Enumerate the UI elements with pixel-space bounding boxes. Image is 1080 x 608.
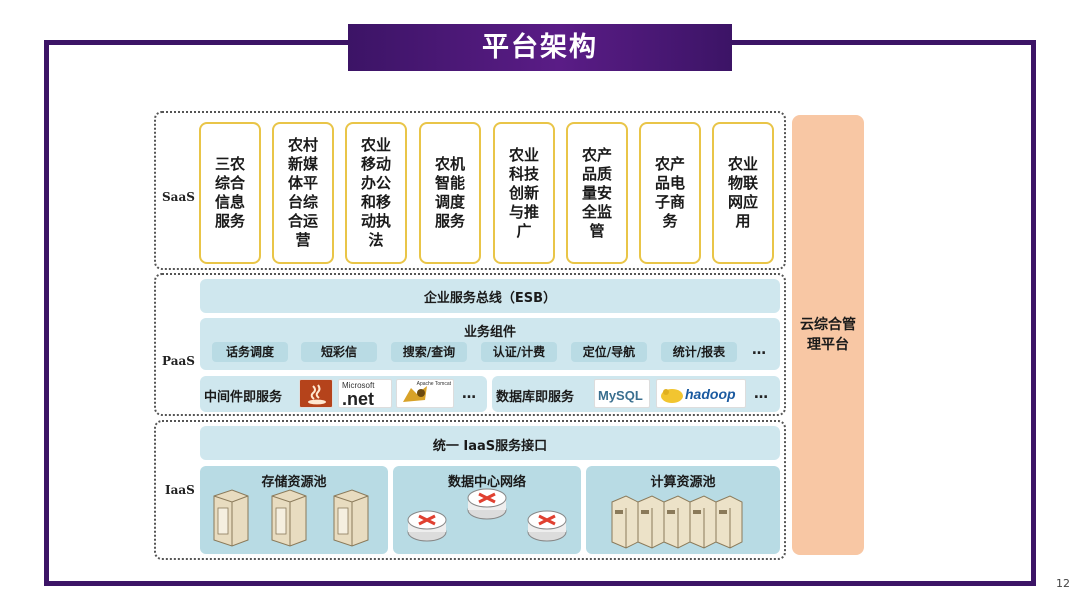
slide-title: 平台架构 <box>348 24 732 71</box>
saas-service-label: 三农综合信息服务 <box>214 155 245 230</box>
datacenter-network-pool: 数据中心网络 <box>393 466 581 554</box>
saas-service-label: 农业移动办公和移动执法 <box>360 136 391 249</box>
iaas-layer <box>154 420 786 560</box>
components-more: … <box>752 342 766 358</box>
saas-service-card: 农产品质量安全监管 <box>566 122 628 264</box>
database-service-label: 数据库即服务 <box>496 390 575 405</box>
middleware-service-label: 中间件即服务 <box>204 390 283 405</box>
esb-label: 企业服务总线（ESB） <box>423 291 557 306</box>
iaas-interface-bar: 统一 IaaS服务接口 <box>200 426 780 460</box>
paas-label: PaaS <box>162 354 195 368</box>
tomcat-text: Apache Tomcat <box>416 381 451 387</box>
saas-service-card: 三农综合信息服务 <box>199 122 261 264</box>
saas-service-card: 农业移动办公和移动执法 <box>345 122 407 264</box>
saas-layer <box>154 111 786 270</box>
component-chip: 短彩信 <box>301 342 377 362</box>
middleware-more: … <box>462 386 476 402</box>
storage-pool-title: 存储资源池 <box>261 475 327 490</box>
mysql-text: MySQL <box>598 388 643 403</box>
saas-service-card: 农业科技创新与推广 <box>493 122 555 264</box>
saas-service-card: 农产品电子商务 <box>639 122 701 264</box>
component-chip: 定位/导航 <box>571 342 647 362</box>
hadoop-text: hadoop <box>685 386 736 402</box>
net-text: .net <box>342 389 375 408</box>
saas-label: SaaS <box>162 190 195 204</box>
hadoop-logo: hadoop <box>656 379 746 408</box>
microsoft-text: Microsoft <box>342 381 375 390</box>
saas-service-label: 农业物联网应用 <box>727 155 758 230</box>
datacenter-network-title: 数据中心网络 <box>447 475 526 490</box>
saas-service-label: 农机智能调度服务 <box>434 155 465 230</box>
business-components-title: 业务组件 <box>463 325 516 340</box>
iaas-label: IaaS <box>165 483 195 497</box>
saas-service-card: 农村新媒体平台综合运营 <box>272 122 334 264</box>
iaas-interface-label: 统一 IaaS服务接口 <box>432 439 548 454</box>
saas-service-label: 农业科技创新与推广 <box>508 145 539 240</box>
mysql-logo: MySQL <box>594 379 650 408</box>
page-number: 12 <box>1056 577 1070 590</box>
tomcat-logo: Apache Tomcat <box>396 379 454 408</box>
component-chip: 搜索/查询 <box>391 342 467 362</box>
paas-layer <box>154 273 786 416</box>
saas-service-label: 农产品质量安全监管 <box>581 145 612 240</box>
router-icon <box>407 488 567 542</box>
compute-server-icon <box>611 495 743 549</box>
storage-server-icon <box>213 489 369 547</box>
esb-bar: 企业服务总线（ESB） <box>200 279 780 313</box>
storage-pool: 存储资源池 <box>200 466 388 554</box>
saas-service-label: 农村新媒体平台综合运营 <box>287 136 318 249</box>
cloud-management-label: 云综合管理平台 <box>800 317 856 353</box>
java-logo <box>299 379 333 408</box>
component-chip: 统计/报表 <box>661 342 737 362</box>
database-more: … <box>754 386 768 402</box>
saas-service-label: 农产品电子商务 <box>654 155 685 230</box>
compute-pool: 计算资源池 <box>586 466 780 554</box>
dotnet-logo: Microsoft .net <box>338 379 392 408</box>
cloud-management-platform: 云综合管理平台 <box>792 115 864 555</box>
saas-service-card: 农业物联网应用 <box>712 122 774 264</box>
saas-service-card: 农机智能调度服务 <box>419 122 481 264</box>
component-chip: 认证/计费 <box>481 342 557 362</box>
compute-pool-title: 计算资源池 <box>650 475 716 490</box>
component-chip: 话务调度 <box>212 342 288 362</box>
